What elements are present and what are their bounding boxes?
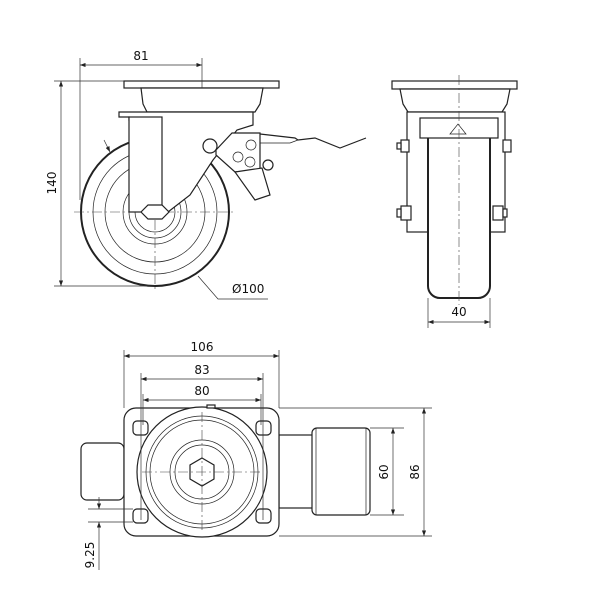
wheel-top <box>311 427 371 516</box>
dim-86-label: 86 <box>408 464 422 479</box>
dim-wheel-width: 40 <box>427 298 491 328</box>
dim-hole-size: 9.25 <box>83 497 133 570</box>
dim-wheel-diameter: Ø100 <box>103 139 268 300</box>
dim-plate-depth: 86 <box>279 407 432 537</box>
dim-106-label: 106 <box>191 340 214 354</box>
dim-diameter-label: Ø100 <box>232 282 264 296</box>
dim-hole-inner: 80 <box>142 384 262 425</box>
mounting-hole <box>255 420 272 436</box>
dim-offset: 81 <box>79 49 203 200</box>
swivel-bearing <box>140 87 264 113</box>
front-view <box>391 75 518 305</box>
dim-9-25-label: 9.25 <box>83 542 97 569</box>
dim-80-label: 80 <box>194 384 209 398</box>
dim-plate-width: 106 <box>123 340 280 408</box>
dim-offset-label: 81 <box>133 49 148 63</box>
dim-hole-outer: 83 <box>140 363 264 520</box>
brake-pedal <box>259 133 367 149</box>
dim-height-label: 140 <box>45 172 59 195</box>
wheel-rear-top <box>80 442 125 501</box>
axle-nut <box>140 204 170 220</box>
top-plate <box>123 80 280 89</box>
top-view <box>80 404 371 538</box>
dim-height: 140 <box>45 80 155 287</box>
dim-60-label: 60 <box>377 464 391 479</box>
side-view <box>74 80 367 292</box>
mounting-hole <box>255 508 272 524</box>
dim-hole-vertical: 60 <box>370 427 404 516</box>
dim-width-label: 40 <box>451 305 466 319</box>
mounting-hole <box>132 508 149 524</box>
mounting-hole <box>132 420 149 436</box>
dim-83-label: 83 <box>194 363 209 377</box>
